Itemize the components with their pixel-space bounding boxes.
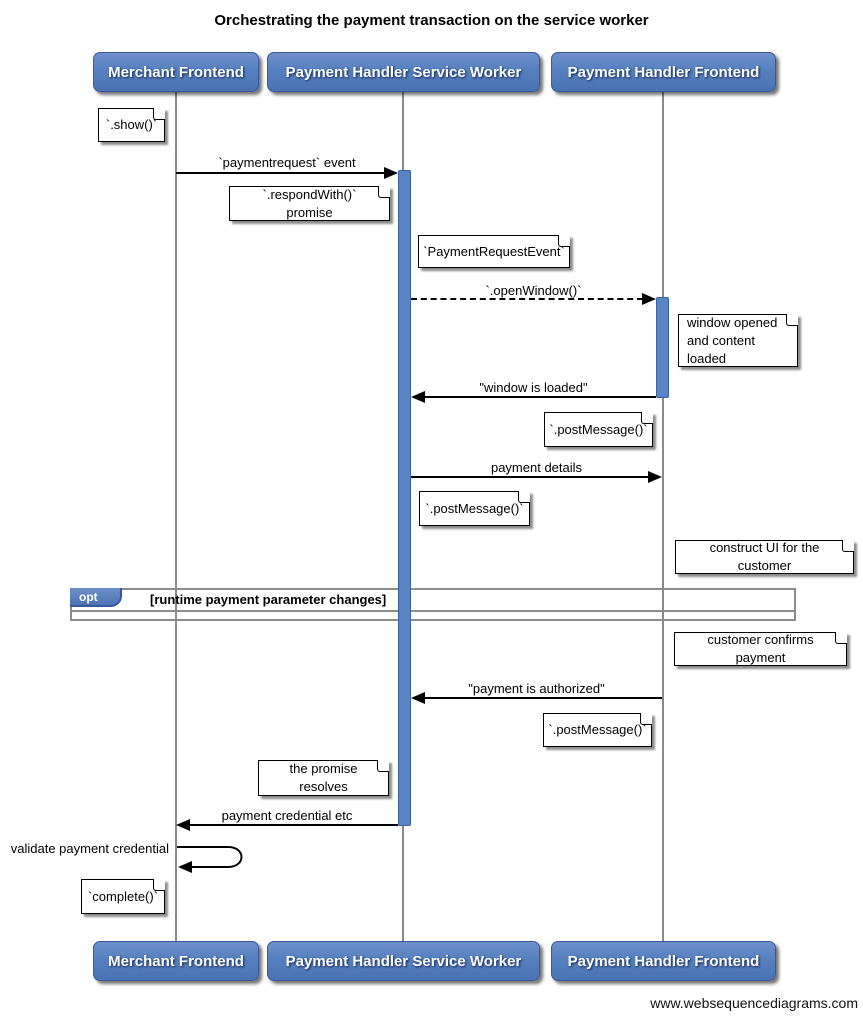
- actor-top-merchant: Merchant Frontend: [93, 52, 259, 92]
- message-label-window-loaded: "window is loaded": [479, 380, 588, 395]
- note-payment-request-event: `PaymentRequestEvent`: [418, 235, 570, 268]
- actor-label: Payment Handler Service Worker: [285, 63, 522, 81]
- note-fold-icon: [153, 879, 165, 891]
- actor-bottom-merchant: Merchant Frontend: [93, 941, 259, 981]
- note-fold-icon: [842, 540, 854, 552]
- actor-label: Merchant Frontend: [108, 63, 244, 81]
- message-label-validate-credential: validate payment credential: [10, 841, 169, 856]
- note-post-message-3: `.postMessage()`: [543, 713, 652, 747]
- activation-service-worker: [398, 170, 411, 826]
- message-line-payment-details: [411, 476, 649, 478]
- note-fold-icon: [786, 314, 798, 326]
- message-line-payment-credential: [189, 824, 398, 826]
- note-fold-icon: [518, 491, 530, 503]
- note-text: construct UI for the customer: [709, 540, 820, 573]
- opt-fragment-divider: [72, 610, 794, 612]
- note-fold-icon: [377, 760, 389, 772]
- note-window-opened: window opened and content loaded: [678, 314, 798, 367]
- message-line-paymentrequest: [176, 172, 385, 174]
- note-post-message-1: `.postMessage()`: [544, 412, 653, 447]
- note-construct-ui: construct UI for the customer: [675, 540, 854, 574]
- note-text: `PaymentRequestEvent`: [423, 243, 565, 259]
- note-text: the promise resolves: [289, 761, 358, 794]
- note-fold-icon: [641, 412, 653, 424]
- actor-label: Payment Handler Frontend: [567, 952, 760, 970]
- note-text: `.postMessage()`: [548, 722, 647, 737]
- message-line-window-loaded: [424, 396, 656, 398]
- actor-label: Payment Handler Frontend: [567, 63, 760, 81]
- opt-fragment: opt [runtime payment parameter changes]: [70, 588, 796, 621]
- arrowhead-icon: [384, 167, 398, 179]
- message-line-openwindow: [411, 298, 643, 300]
- arrowhead-icon: [648, 471, 662, 483]
- lifeline-frontend: [662, 92, 664, 941]
- note-respond-with: `.respondWith()` promise: [229, 186, 390, 221]
- note-fold-icon: [558, 235, 570, 247]
- note-complete: `complete()`: [81, 879, 165, 914]
- diagram-title: Orchestrating the payment transaction on…: [214, 12, 649, 29]
- arrowhead-icon: [176, 819, 190, 831]
- actor-bottom-frontend: Payment Handler Frontend: [551, 941, 776, 981]
- note-text: `.postMessage()`: [425, 500, 524, 516]
- note-text: `.postMessage()`: [549, 421, 648, 437]
- note-fold-icon: [378, 186, 390, 198]
- note-text: customer confirms payment: [707, 632, 814, 665]
- note-text: `complete()`: [87, 888, 159, 904]
- note-fold-icon: [835, 632, 847, 644]
- message-label-paymentrequest: `paymentrequest` event: [218, 155, 356, 170]
- note-fold-icon: [153, 108, 165, 120]
- lifeline-merchant: [175, 92, 177, 941]
- opt-operator-tab: opt: [70, 588, 122, 607]
- opt-condition: [runtime payment parameter changes]: [150, 592, 387, 607]
- message-label-payment-authorized: "payment is authorized": [468, 681, 605, 696]
- watermark: www.websequencediagrams.com: [650, 995, 858, 1011]
- note-post-message-2: `.postMessage()`: [419, 491, 530, 526]
- actor-label: Merchant Frontend: [108, 952, 244, 970]
- arrowhead-icon: [642, 293, 656, 305]
- note-text: `.respondWith()` promise: [262, 186, 357, 220]
- message-line-payment-authorized: [424, 697, 662, 699]
- note-fold-icon: [640, 713, 652, 725]
- arrowhead-icon: [411, 391, 425, 403]
- message-label-openwindow: `.openWindow()`: [485, 283, 582, 298]
- self-message-loop-icon: [177, 846, 243, 873]
- note-show: `.show()`: [98, 108, 165, 142]
- actor-top-service-worker: Payment Handler Service Worker: [267, 52, 540, 92]
- message-label-payment-credential: payment credential etc: [221, 808, 353, 823]
- note-promise-resolves: the promise resolves: [258, 760, 389, 796]
- arrowhead-icon: [411, 692, 425, 704]
- message-label-payment-details: payment details: [490, 460, 583, 475]
- note-text: `.show()`: [105, 117, 158, 132]
- activation-frontend: [656, 297, 669, 398]
- actor-bottom-service-worker: Payment Handler Service Worker: [267, 941, 540, 981]
- actor-label: Payment Handler Service Worker: [285, 952, 522, 970]
- note-text: window opened and content loaded: [687, 314, 778, 366]
- note-customer-confirms: customer confirms payment: [674, 632, 847, 666]
- actor-top-frontend: Payment Handler Frontend: [551, 52, 776, 92]
